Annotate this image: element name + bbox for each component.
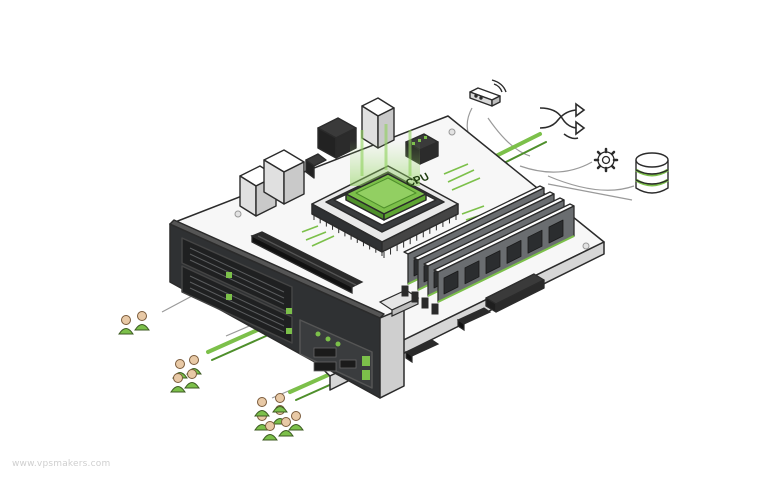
database-icon [635,152,669,194]
user-icon [170,373,186,393]
wifi-router-icon [469,79,507,107]
cpu-glow [350,124,420,186]
ram-modules [401,185,575,315]
gear-icon [593,147,619,173]
ram-chip [548,219,564,244]
user-icon [288,411,304,431]
user-icon [254,397,270,417]
user-groups [118,311,304,441]
ram-chip [485,250,501,275]
circuit-traces [301,163,491,247]
flow-bar [211,335,267,361]
database-link-line [547,183,633,201]
user-icon [278,417,294,437]
user-link-line [161,295,193,313]
user-icon [272,393,288,413]
shuffle-arrows-icon [539,102,586,140]
database-link-line [547,175,635,191]
drive-bay-vents [189,247,285,333]
user-icon [184,369,200,389]
led-indicator [286,328,292,334]
chassis-side [379,307,405,399]
led-indicator [315,331,321,337]
chassis-edge [169,219,385,319]
user-icon [262,421,278,441]
led-indicator [226,272,232,278]
pcie-slot [250,231,364,295]
ram-chip [464,260,480,285]
led-indicator [325,336,331,342]
ram-contacts [437,235,575,303]
ram-slot-clips [401,285,439,315]
ram-chip [527,229,543,254]
router-link-line [487,117,531,157]
header-pins [470,312,484,320]
io-ports [313,347,357,372]
led-indicator [226,294,232,300]
user-icon [134,311,150,331]
led-indicator [335,341,341,347]
power-button [362,356,370,366]
ram-chip [506,239,522,264]
power-connector [485,273,545,313]
ram-stick [433,203,575,303]
reset-button [362,370,370,380]
cpu-chip [345,173,427,221]
status-leds [226,272,370,380]
socket-pins [313,214,457,258]
ram-chip [443,270,459,295]
watermark-text: www.vpsmakers.com [12,459,111,469]
flow-bar [206,326,264,354]
user-icon [118,315,134,335]
led-indicator [286,308,292,314]
shuffle-link-line [519,161,593,173]
